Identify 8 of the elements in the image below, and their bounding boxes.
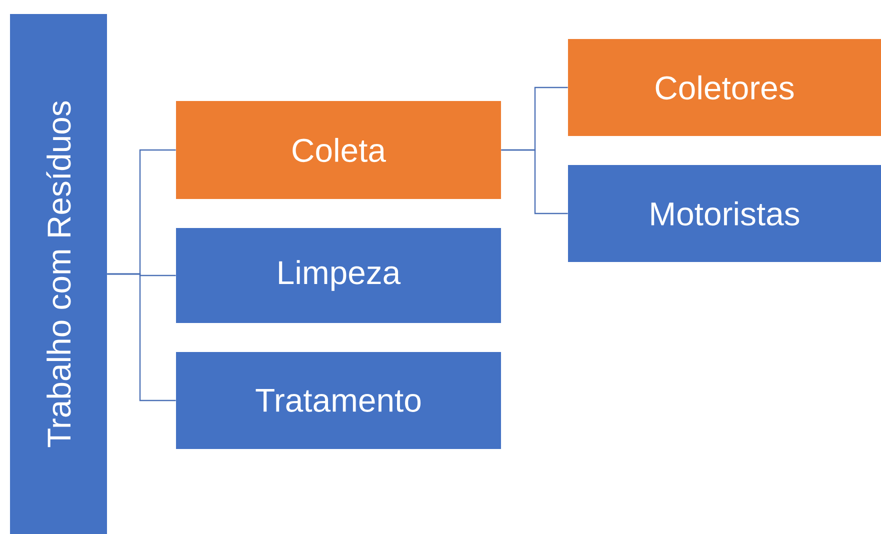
category-box: Motoristas xyxy=(568,165,881,262)
category-box: Tratamento xyxy=(176,352,501,449)
category-box: Coleta xyxy=(176,101,501,199)
category-box: Limpeza xyxy=(176,228,501,323)
title-bar: Trabalho com Resíduos xyxy=(10,14,107,534)
connector-line xyxy=(501,149,568,214)
category-box: Coletores xyxy=(568,39,881,136)
connector-line xyxy=(107,273,176,402)
